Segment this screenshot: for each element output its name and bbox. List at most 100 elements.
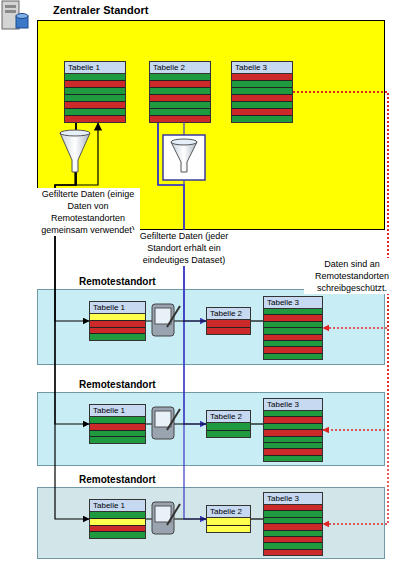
- note-label: Gefilterte Daten (jeder Standort erhält …: [132, 230, 236, 266]
- table-row: [65, 87, 125, 94]
- data-flow-arrow: [55, 123, 89, 424]
- table-header: Tabelle 3: [264, 399, 322, 411]
- site-box: RemotestandortTabelle 1Tabelle 2Tabelle …: [37, 487, 385, 559]
- site-box: RemotestandortTabelle 1Tabelle 2Tabelle …: [37, 392, 385, 466]
- note-label: Gefilterte Daten (einige Daten von Remot…: [36, 188, 140, 236]
- table-row: [232, 87, 292, 94]
- table-name: Tabelle 3: [232, 62, 292, 73]
- data-table: Tabelle 3: [263, 492, 323, 556]
- table-row: [264, 353, 322, 359]
- table-row: [150, 80, 210, 87]
- table-name: Tabelle 3: [264, 297, 322, 308]
- data-table: Tabelle 1: [89, 301, 146, 341]
- data-table: Tabelle 2: [206, 505, 251, 533]
- table-row: [90, 327, 145, 334]
- table-header: Tabelle 2: [207, 411, 250, 423]
- table-name: Tabelle 2: [207, 411, 250, 422]
- table-row: [90, 436, 145, 443]
- table-header: Tabelle 2: [150, 62, 210, 74]
- site-heading: Remotestandort: [79, 378, 156, 391]
- table-row: [150, 101, 210, 108]
- table-row: [232, 101, 292, 108]
- data-table: Tabelle 2: [149, 61, 211, 123]
- data-table: Tabelle 1: [89, 499, 146, 539]
- table-row: [207, 430, 250, 438]
- table-name: Tabelle 1: [90, 302, 145, 313]
- data-flow-arrow: [293, 92, 388, 328]
- server-slot: [5, 5, 16, 8]
- site-heading: Remotestandort: [79, 275, 156, 288]
- table-row: [90, 430, 145, 437]
- table-row: [150, 108, 210, 115]
- database-cylinder: [16, 16, 28, 28]
- data-table: Tabelle 3: [263, 398, 323, 462]
- server-icon: [2, 1, 28, 29]
- sync-line: [146, 518, 206, 519]
- table-row: [264, 549, 322, 555]
- site-box: RemotestandortTabelle 1Tabelle 2Tabelle …: [37, 289, 385, 365]
- table-row: [264, 455, 322, 461]
- data-table: Tabelle 1: [89, 404, 146, 444]
- table-row: [65, 108, 125, 115]
- table-name: Tabelle 2: [207, 506, 250, 517]
- table-header: Tabelle 3: [264, 493, 322, 505]
- table-name: Tabelle 3: [264, 399, 322, 410]
- data-flow-arrow: [55, 123, 89, 321]
- sync-line: [251, 518, 263, 519]
- data-flow-arrow: [158, 123, 206, 519]
- table-row: [90, 525, 145, 532]
- sync-line: [251, 320, 263, 321]
- table-row: [232, 108, 292, 115]
- data-flow-arrow: [55, 123, 89, 519]
- table-name: Tabelle 2: [207, 308, 250, 319]
- table-header: Tabelle 3: [264, 297, 322, 309]
- table-row: [207, 525, 250, 533]
- table-header: Tabelle 1: [90, 302, 145, 314]
- data-flow-arrow: [293, 92, 388, 524]
- table-header: Tabelle 2: [207, 506, 250, 518]
- table-row: [90, 333, 145, 340]
- table-row: [65, 80, 125, 87]
- table-header: Tabelle 2: [207, 308, 250, 320]
- sync-line: [146, 423, 206, 424]
- table-row: [90, 518, 145, 525]
- table-row: [232, 115, 292, 122]
- data-table: Tabelle 1: [64, 61, 126, 123]
- table-header: Tabelle 1: [90, 500, 145, 512]
- table-name: Tabelle 2: [150, 62, 210, 73]
- table-row: [207, 327, 250, 335]
- data-table: Tabelle 3: [231, 61, 293, 123]
- sync-line: [251, 423, 263, 424]
- table-row: [150, 115, 210, 122]
- table-name: Tabelle 1: [90, 405, 145, 416]
- note-label: Daten sind an Remotestandorten schreibge…: [304, 258, 400, 294]
- table-row: [150, 87, 210, 94]
- server-tower: [2, 1, 19, 29]
- table-name: Tabelle 3: [264, 493, 322, 504]
- database-top: [16, 14, 28, 19]
- sync-line: [146, 320, 206, 321]
- table-row: [65, 101, 125, 108]
- data-flow-arrow: [293, 92, 388, 430]
- data-flow-arrow: [158, 123, 206, 321]
- table-row: [65, 115, 125, 122]
- data-table: Tabelle 3: [263, 296, 323, 360]
- server-slot: [5, 10, 16, 13]
- table-row: [232, 94, 292, 101]
- table-row: [90, 423, 145, 430]
- table-name: Tabelle 1: [65, 62, 125, 73]
- table-row: [90, 531, 145, 538]
- table-header: Tabelle 3: [232, 62, 292, 74]
- data-table: Tabelle 2: [206, 410, 251, 438]
- table-header: Tabelle 1: [90, 405, 145, 417]
- site-heading: Zentraler Standort: [53, 4, 148, 17]
- data-table: Tabelle 2: [206, 307, 251, 335]
- site-heading: Remotestandort: [79, 473, 156, 486]
- table-name: Tabelle 1: [90, 500, 145, 511]
- table-row: [232, 80, 292, 87]
- table-row: [65, 94, 125, 101]
- table-row: [150, 94, 210, 101]
- data-flow-arrow: [158, 123, 206, 424]
- table-header: Tabelle 1: [65, 62, 125, 74]
